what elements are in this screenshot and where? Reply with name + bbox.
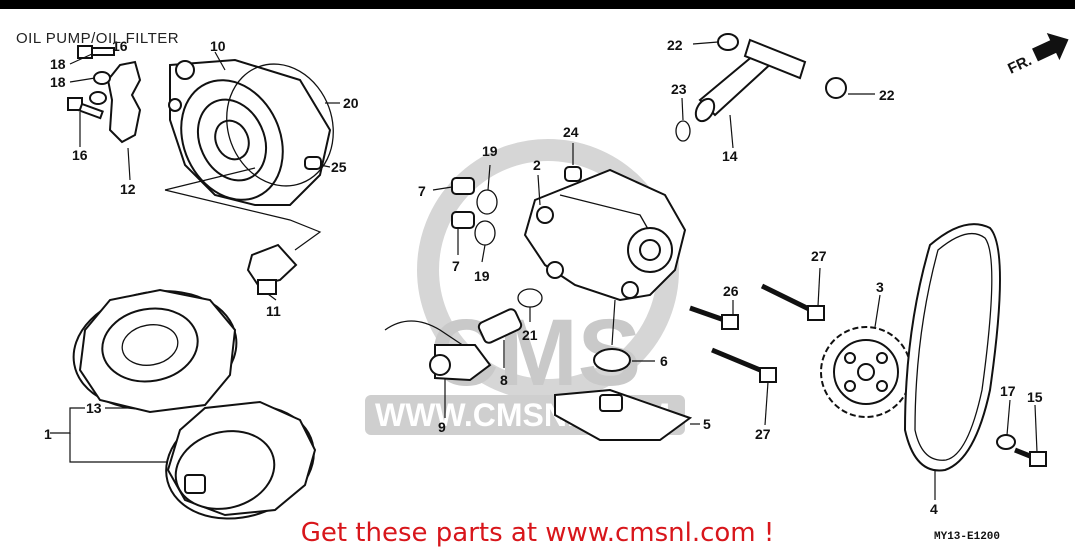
callout-1: 1: [44, 426, 52, 442]
fr-direction-arrow: FR.: [1005, 32, 1069, 78]
callout-19a: 19: [482, 143, 498, 159]
callout-8: 8: [500, 372, 508, 388]
callout-3: 3: [876, 279, 884, 295]
callout-24: 24: [563, 124, 579, 140]
callout-6: 6: [660, 353, 668, 369]
o-ring-19a: [476, 189, 498, 215]
bolt-16-upper: [77, 45, 115, 59]
strainer-9: [384, 320, 492, 382]
callout-17: 17: [1000, 383, 1016, 399]
callout-22b: 22: [879, 87, 895, 103]
callout-18a: 18: [50, 56, 66, 72]
callout-11: 11: [266, 303, 281, 319]
diagram-title: OIL PUMP/OIL FILTER: [16, 30, 180, 47]
callout-5: 5: [703, 416, 711, 432]
callout-27b: 27: [755, 426, 771, 442]
callouts: 1 2 3 4 5 6 7 7 8 9 10 11 12 13 14 15 16…: [44, 37, 1043, 517]
callout-9: 9: [438, 419, 446, 435]
callout-18b: 18: [50, 74, 66, 90]
o-ring-23: [675, 120, 691, 142]
sprocket-3: [820, 326, 912, 418]
dowel-pin-25: [304, 156, 322, 170]
washer-18a: [93, 71, 111, 85]
oil-cooler-housing: [168, 58, 332, 206]
callout-23: 23: [671, 81, 687, 97]
o-ring-22b: [825, 77, 847, 99]
callout-7b: 7: [452, 258, 460, 274]
callout-25: 25: [331, 159, 347, 175]
callout-26: 26: [723, 283, 739, 299]
callout-7a: 7: [418, 183, 426, 199]
callout-4: 4: [930, 501, 938, 517]
o-ring-20: [226, 63, 334, 187]
oil-pump-body-2: [523, 168, 687, 302]
callout-12: 12: [120, 181, 136, 197]
callout-22a: 22: [667, 37, 683, 53]
callout-21: 21: [522, 327, 538, 343]
oil-filter-13: [72, 288, 238, 414]
callout-16b: 16: [72, 147, 88, 163]
callout-16a: 16: [112, 38, 128, 54]
callout-13: 13: [86, 400, 102, 416]
top-border: [0, 0, 1075, 9]
pin-24: [564, 166, 582, 182]
bolt-16-lower: [67, 97, 104, 120]
diagram-code: MY13-E1200: [934, 531, 1001, 543]
pipe-8: [477, 308, 523, 344]
gasket-plate-5: [554, 388, 693, 441]
promo-link-text[interactable]: Get these parts at www.cmsnl.com !: [300, 518, 775, 548]
fitting-bolt-11: [246, 243, 298, 295]
bolt-26: [689, 305, 739, 330]
callout-10: 10: [210, 38, 226, 54]
oil-pipe-14: [694, 38, 807, 123]
leader-lines: [50, 41, 1038, 500]
bolt-27-upper: [760, 283, 825, 321]
o-ring-19b: [474, 220, 496, 246]
callout-19b: 19: [474, 268, 490, 284]
oil-filter-1: [165, 400, 317, 520]
callout-20: 20: [343, 95, 359, 111]
o-ring-22a: [717, 33, 739, 51]
bolt-15: [1014, 447, 1047, 467]
collar-7a: [451, 177, 475, 195]
plate-12: [106, 60, 142, 144]
bolt-27-lower: [711, 347, 777, 383]
washer-18b: [89, 91, 107, 105]
callout-27a: 27: [811, 248, 827, 264]
collar-7b: [451, 211, 475, 229]
seal-6: [593, 348, 631, 372]
washer-17: [996, 434, 1016, 450]
callout-14: 14: [722, 148, 738, 164]
callout-2: 2: [533, 157, 541, 173]
callout-15: 15: [1027, 389, 1043, 405]
arrow-right-icon: [1032, 32, 1069, 62]
fr-label: FR.: [1005, 52, 1034, 78]
chain-4: [903, 223, 1001, 472]
